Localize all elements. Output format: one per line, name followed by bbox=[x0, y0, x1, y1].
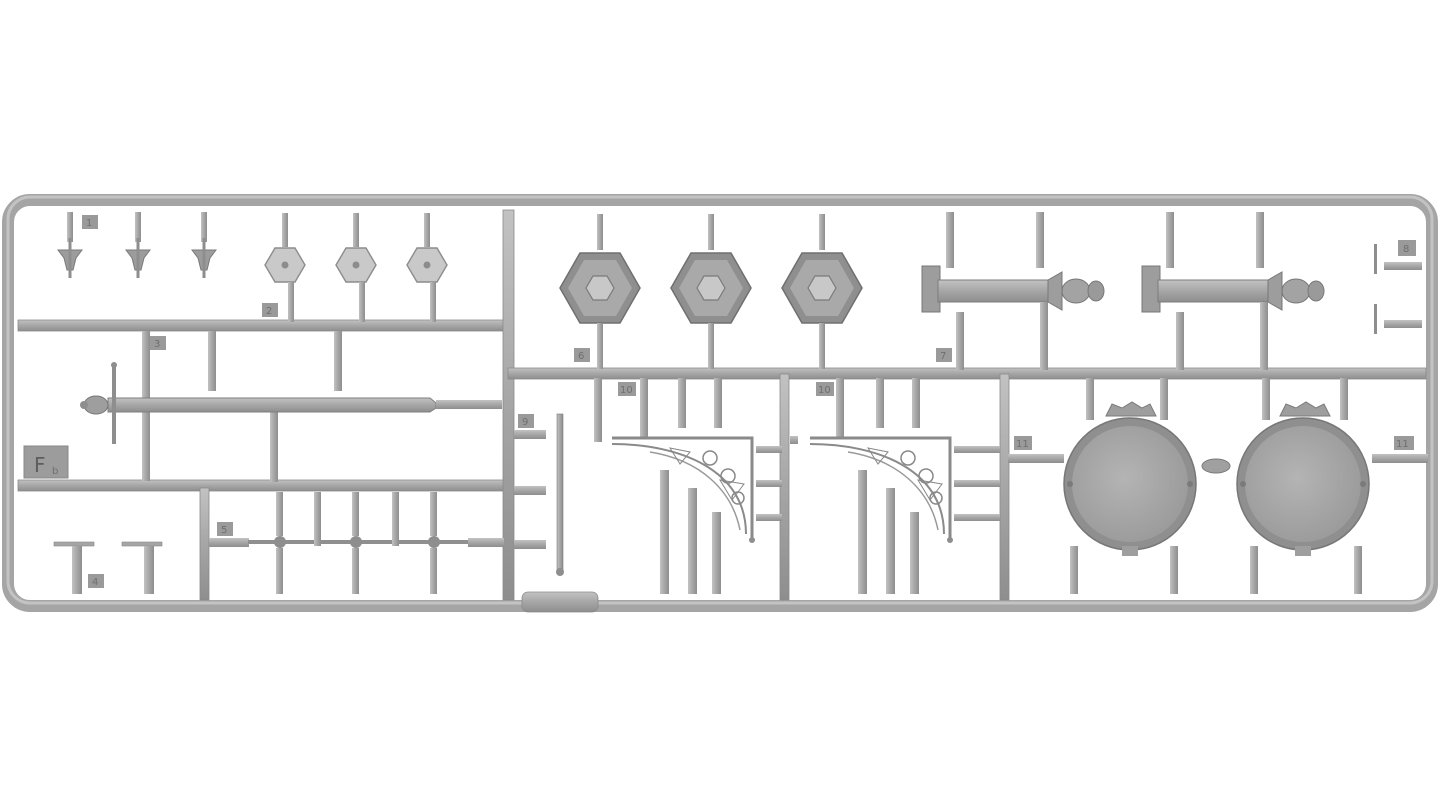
part-group-1: 1 bbox=[57, 212, 217, 278]
sprue-sub-letter: b bbox=[52, 466, 58, 477]
outer-frame bbox=[2, 194, 1438, 612]
lamp-finial bbox=[57, 212, 83, 278]
part-number-label: 4 bbox=[92, 577, 98, 588]
part-number-label: 10 bbox=[620, 385, 633, 396]
part-number-label: 2 bbox=[266, 306, 272, 317]
part-number-label: 11 bbox=[1396, 439, 1409, 450]
part-number-label: 10 bbox=[818, 385, 831, 396]
part-group-11: 11 11 bbox=[1008, 378, 1428, 594]
part-group-10-left: 10 bbox=[594, 378, 782, 594]
part-group-5: 5 bbox=[209, 492, 504, 594]
part-number-label: 11 bbox=[1016, 439, 1029, 450]
part-group-6: 6 bbox=[559, 214, 863, 369]
lamp-finial bbox=[191, 212, 217, 278]
part-number-label: 9 bbox=[522, 417, 528, 428]
part-number-label: 6 bbox=[578, 351, 584, 362]
sprue-letter: F bbox=[34, 453, 46, 477]
part-group-8: 8 bbox=[1374, 240, 1422, 334]
part-group-2: 2 bbox=[262, 213, 448, 322]
part-group-10-right: 10 bbox=[790, 378, 1000, 594]
internal-runners bbox=[17, 209, 1427, 613]
part-group-3: 3 bbox=[80, 331, 502, 482]
part-number-label: 8 bbox=[1403, 244, 1409, 255]
part-group-7: 7 bbox=[921, 212, 1325, 370]
part-number-label: 5 bbox=[221, 525, 227, 536]
part-number-label: 3 bbox=[154, 339, 160, 350]
sprue-identifier: F b bbox=[23, 445, 69, 479]
part-group-9: 9 bbox=[514, 413, 564, 576]
part-group-4: 4 bbox=[53, 541, 163, 594]
part-number-label: 7 bbox=[940, 351, 946, 362]
part-number-label: 1 bbox=[86, 218, 92, 229]
lamp-finial bbox=[125, 212, 151, 278]
